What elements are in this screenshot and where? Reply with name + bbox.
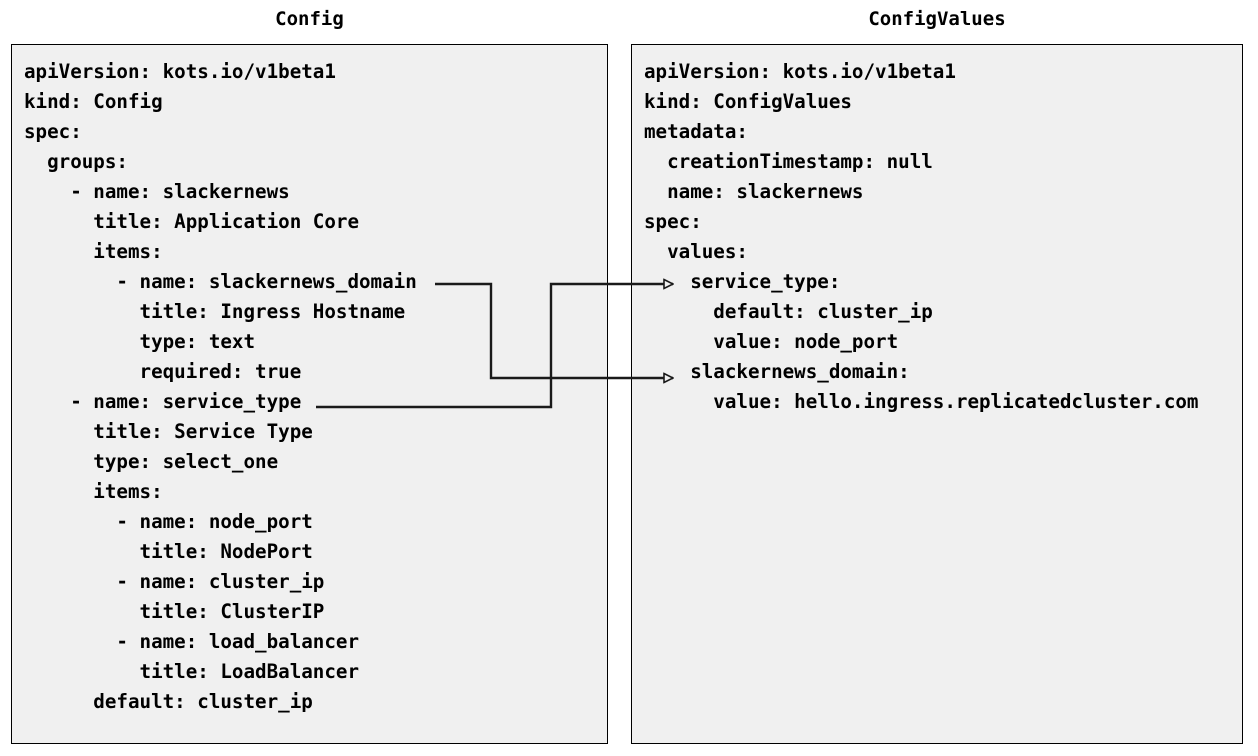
config-panel: apiVersion: kots.io/v1beta1 kind: Config s… [11,44,608,744]
config-line-9: type: text [24,330,256,353]
configvalues-line-2: metadata: [644,120,748,143]
config-line-19: - name: load_balancer [24,630,360,653]
configvalues-line-1: kind: ConfigValues [644,90,852,113]
config-line-15: - name: node_port [24,510,313,533]
config-line-4: - name: slackernews [24,180,290,203]
config-line-6: items: [24,240,163,263]
configvalues-line-10: slackernews_domain: [644,360,910,383]
config-line-2: spec: [24,120,82,143]
config-line-17: - name: cluster_ip [24,570,325,593]
configvalues-line-11: value: hello.ingress.replicatedcluster.c… [644,390,1199,413]
config-line-8: title: Ingress Hostname [24,300,406,323]
configvalues-line-4: name: slackernews [644,180,864,203]
config-line-20: title: LoadBalancer [24,660,360,683]
config-line-3: groups: [24,150,128,173]
left-panel-title: Config [275,8,344,30]
config-line-7: - name: slackernews_domain [24,270,417,293]
configvalues-line-3: creationTimestamp: null [644,150,933,173]
configvalues-line-9: value: node_port [644,330,899,353]
config-line-14: items: [24,480,163,503]
config-line-0: apiVersion: kots.io/v1beta1 [24,60,336,83]
configvalues-panel: apiVersion: kots.io/v1beta1 kind: ConfigV… [631,44,1243,744]
config-line-18: title: ClusterIP [24,600,325,623]
config-line-21: default: cluster_ip [24,690,313,713]
configvalues-yaml-code: apiVersion: kots.io/v1beta1 kind: ConfigV… [644,57,1199,417]
right-panel-title: ConfigValues [868,8,1006,30]
config-line-13: type: select_one [24,450,279,473]
config-line-10: required: true [24,360,302,383]
configvalues-line-8: default: cluster_ip [644,300,933,323]
configvalues-line-7: service_type: [644,270,841,293]
config-yaml-code: apiVersion: kots.io/v1beta1 kind: Config s… [24,57,417,717]
configvalues-line-5: spec: [644,210,702,233]
config-line-12: title: Service Type [24,420,313,443]
configvalues-line-6: values: [644,240,748,263]
config-line-1: kind: Config [24,90,163,113]
config-line-5: title: Application Core [24,210,360,233]
config-line-11: - name: service_type [24,390,302,413]
config-line-16: title: NodePort [24,540,313,563]
configvalues-line-0: apiVersion: kots.io/v1beta1 [644,60,956,83]
